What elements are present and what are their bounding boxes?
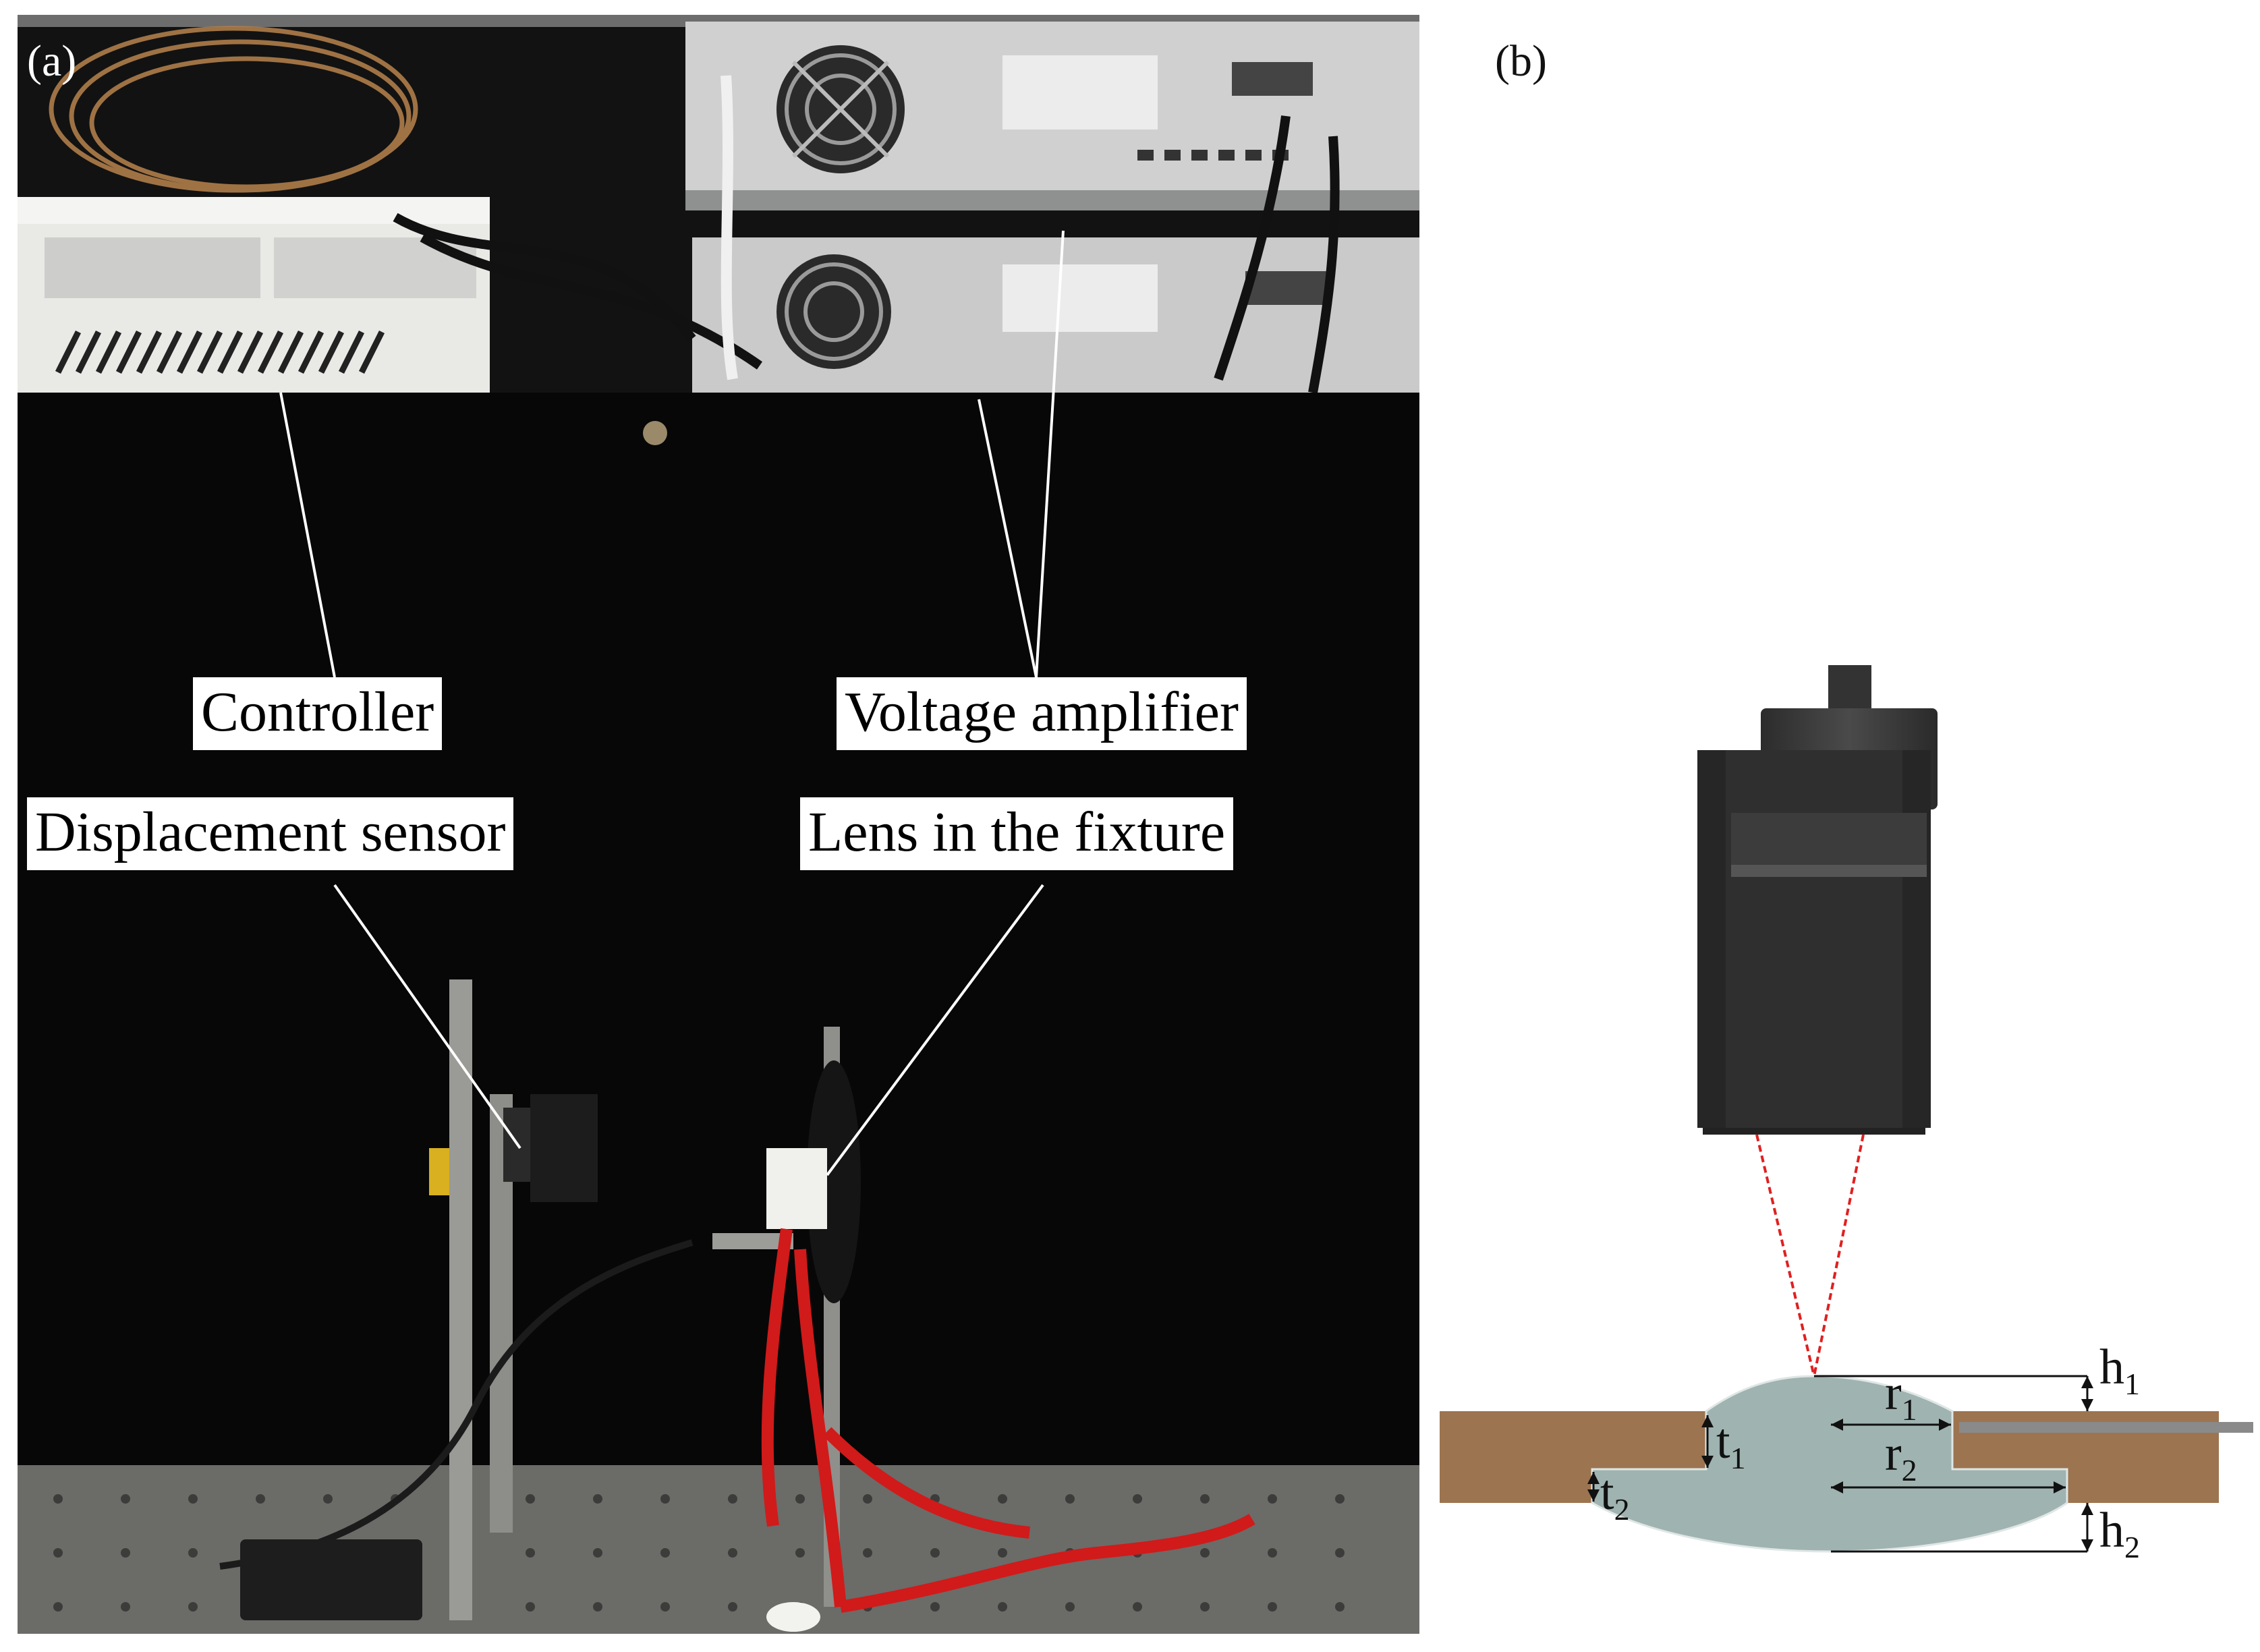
white-cable xyxy=(721,75,738,380)
panel-b-label: (b) xyxy=(1495,36,1547,86)
dimension-lines xyxy=(1587,1375,2093,1553)
callout-controller: Controller xyxy=(193,677,443,750)
dim-label-r1: r1 xyxy=(1885,1365,1917,1427)
electrode-bar xyxy=(1959,1422,2253,1433)
dim-label-h2: h2 xyxy=(2099,1503,2140,1564)
photo-scene xyxy=(18,15,1419,1634)
controller-vents xyxy=(55,330,385,374)
experimental-setup-photo: Controller Voltage amplifier Displacemen… xyxy=(18,15,1419,1634)
dim-label-h1: h1 xyxy=(2099,1340,2140,1401)
dim-label-r2: r2 xyxy=(1885,1426,1917,1487)
sensor-head xyxy=(1697,665,1938,1135)
controller-box xyxy=(18,197,490,399)
callout-voltage-amplifier: Voltage amplifier xyxy=(837,677,1247,750)
black-cloth xyxy=(18,393,1419,1465)
cloth-clip xyxy=(643,421,667,445)
schematic-panel: h1 h2 r1 r2 t1 t2 xyxy=(1419,0,2260,1649)
tape xyxy=(766,1602,820,1632)
copper-cables xyxy=(49,26,418,193)
sensor-stand xyxy=(429,979,598,1620)
schematic-drawing xyxy=(1440,665,2253,1553)
rack-cables xyxy=(393,115,1340,394)
fixture-plates xyxy=(1440,1411,2219,1503)
dim-label-t2: t2 xyxy=(1600,1465,1630,1527)
red-leads xyxy=(761,1228,1255,1613)
callout-displacement-sensor: Displacement sensor xyxy=(27,797,514,870)
dim-label-t1: t1 xyxy=(1716,1414,1746,1475)
panel-a-label: (a) xyxy=(27,36,77,86)
sensor-adapter xyxy=(240,1539,422,1620)
callout-lens-in-fixture: Lens in the fixture xyxy=(800,797,1234,870)
laser-beams xyxy=(1755,1134,1865,1377)
callout-leaders xyxy=(279,230,1065,1176)
voltage-amplifier-upper xyxy=(685,22,1419,210)
